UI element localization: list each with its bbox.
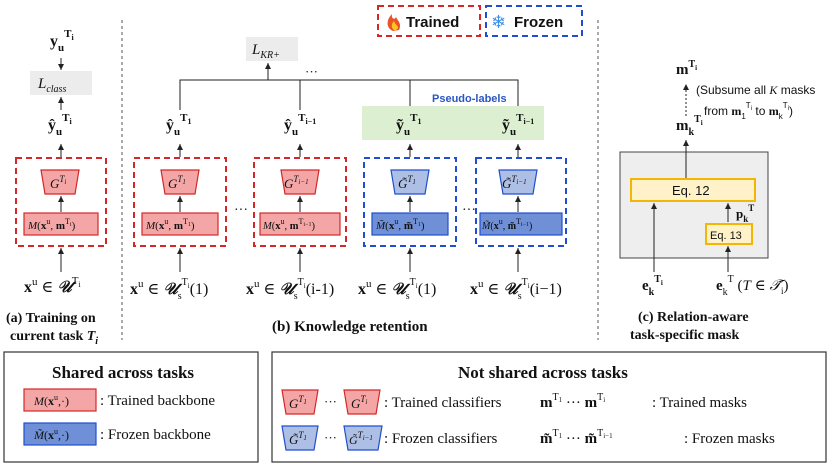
panel-c-subsume-1: (Subsume all K masks xyxy=(696,83,815,97)
legend-frozen-label: Frozen xyxy=(514,14,563,31)
shared-frozen-chip-text: M̃(xu,·) xyxy=(33,427,69,442)
panel-a-backbone-text: M(xu, mTi) xyxy=(27,217,76,232)
panel-b-loss-box xyxy=(246,37,298,61)
panel-c-e-left: ekTi xyxy=(642,274,663,298)
kr-col2-pred: ŷuTi−1 xyxy=(284,112,316,138)
panel-c: mTi (Subsume all K masks from m1Ti to mk… xyxy=(619,59,815,343)
panel-b-dots: ··· xyxy=(305,64,318,79)
panel-c-mask-k: mkTi xyxy=(676,114,703,138)
kr-col1-input: xu ∈ 𝒰sTi(1) xyxy=(130,277,208,302)
not-shared-box-title: Not shared across tasks xyxy=(458,363,628,382)
ns-row2-masks-label: : Frozen masks xyxy=(684,431,775,447)
panel-c-subsume-2: from m1Ti to mkTi) xyxy=(704,101,793,121)
ns-row1-label: : Trained classifiers xyxy=(384,395,502,411)
shared-frozen-chip xyxy=(23,422,97,446)
shared-trained-label: : Trained backbone xyxy=(100,393,215,409)
panel-a-output: yuTi xyxy=(50,28,74,54)
panel-a-input: xu ∈ 𝒰Ti xyxy=(24,275,81,296)
panel-c-caption-1: (c) Relation-aware xyxy=(638,310,749,325)
eq13-label: Eq. 13 xyxy=(710,230,742,242)
ns-dots-1: ··· xyxy=(324,394,337,409)
kr-column-2: ŷuTi−1 GTi−1 M(xu, mTi−1) xu ∈ 𝒰sTi(i-1) xyxy=(246,112,347,302)
ns-trained-classifier-1 xyxy=(281,389,319,415)
pseudo-label-band xyxy=(362,106,544,140)
snowflake-icon: ❄ xyxy=(491,12,506,32)
legend-frozen: ❄ Frozen xyxy=(485,5,583,37)
panel-b: LKR+ ··· Pseudo-labels ŷuT1 GT1 M(xu, mT… xyxy=(130,37,567,335)
kr-dots-1: ··· xyxy=(234,203,248,218)
kr-column-3: ỹuT1 G̃T1 M̃(xu, m̃T1) xu ∈ 𝒰sTi(1) xyxy=(358,112,457,302)
eq13-box xyxy=(705,223,753,245)
panel-a-caption-2: current task Ti xyxy=(10,329,98,347)
panel-a-caption-1: (a) Training on xyxy=(6,311,96,326)
kr-col3-input: xu ∈ 𝒰sTi(1) xyxy=(358,277,436,302)
not-shared-box: Not shared across tasks GT1 ··· GTi : Tr… xyxy=(271,351,827,463)
panel-a-loss-box xyxy=(30,71,92,95)
shared-box: Shared across tasks M(xu,·) : Trained ba… xyxy=(3,351,259,463)
kr-col1-pred: ŷuT1 xyxy=(166,112,191,138)
ns-frozen-classifier-i xyxy=(343,425,383,451)
ns-row1-masks: mT1 ··· mTi xyxy=(540,392,605,411)
panel-a: yuTi Lclass ŷuTi GTi M(xu, mTi) xu ∈ 𝒰Ti… xyxy=(6,28,107,347)
ns-row2-masks: m̃T1 ··· m̃Ti−1 xyxy=(540,428,613,447)
legend-trained-label: Trained xyxy=(406,14,459,31)
shared-trained-chip-text: M(xu,·) xyxy=(33,393,69,408)
kr-col2-input: xu ∈ 𝒰sTi(i-1) xyxy=(246,277,334,302)
legend-trained: Trained xyxy=(377,5,481,37)
shared-frozen-label: : Frozen backbone xyxy=(100,427,211,443)
ns-row2-label: : Frozen classifiers xyxy=(384,431,497,447)
ns-trained-classifier-i xyxy=(343,389,381,415)
eq12-box xyxy=(630,178,756,202)
shared-trained-chip xyxy=(23,388,97,412)
ns-frozen-classifier-1 xyxy=(281,425,319,451)
kr-col4-input: xu ∈ 𝒰sTi(i−1) xyxy=(470,277,562,302)
kr-col1-backbone: M(xu, mT1) xyxy=(145,217,195,232)
kr-column-1: ŷuT1 GT1 M(xu, mT1) xu ∈ 𝒰sTi(1) xyxy=(130,112,227,302)
panel-a-backbone xyxy=(23,212,99,236)
panel-c-e-right: ekT (T ∈ 𝒯̃i) xyxy=(716,274,789,298)
ns-row1-masks-label: : Trained masks xyxy=(652,395,747,411)
ns-dots-2: ··· xyxy=(324,430,337,445)
kr-column-4: ỹuTi−1 G̃Ti−1 M̃(xu, m̃Ti−1) xu ∈ 𝒰sTi(i… xyxy=(470,112,567,302)
pseudo-label-text: Pseudo-labels xyxy=(432,93,507,105)
kr-col3-backbone: M̃(xu, m̃T1) xyxy=(375,217,425,232)
panel-a-pred: ŷuTi xyxy=(48,112,72,138)
panel-a-trained-group xyxy=(15,157,107,247)
panel-b-caption: (b) Knowledge retention xyxy=(272,319,428,335)
panel-a-classifier-shape xyxy=(40,169,80,195)
kr-dots-2: ··· xyxy=(462,203,476,218)
eq12-label: Eq. 12 xyxy=(672,183,710,198)
panel-c-mask-top: mTi xyxy=(676,59,697,78)
shared-box-title: Shared across tasks xyxy=(52,363,194,382)
panel-c-caption-2: task-specific mask xyxy=(630,328,739,343)
